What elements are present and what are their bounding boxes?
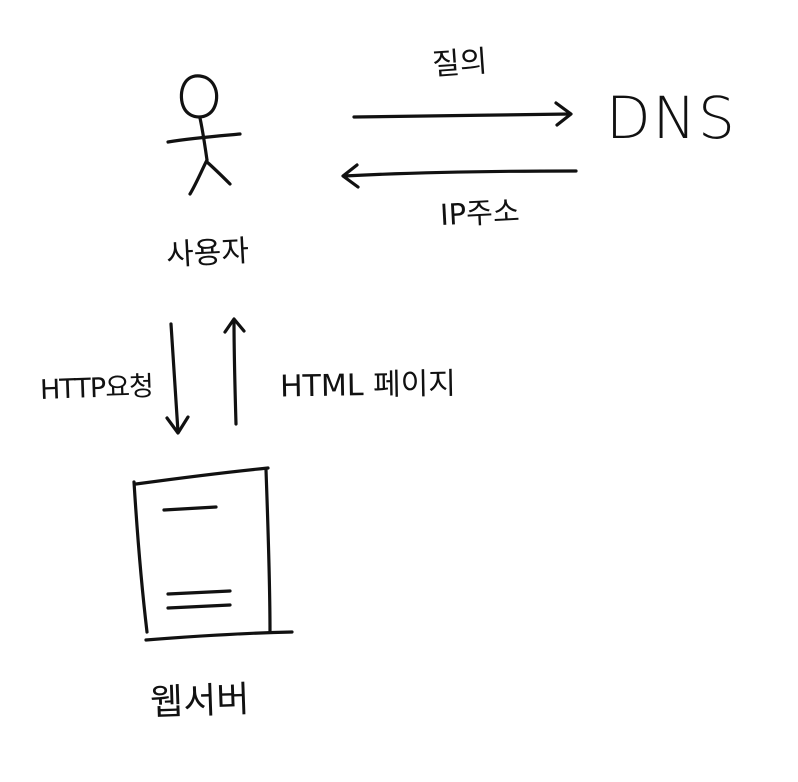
http-request-label: HTTP요청 [39, 371, 154, 406]
html-page-arrow [223, 317, 246, 426]
query-arrow [352, 101, 573, 127]
ip-address-label: IP주소 [439, 193, 521, 233]
dns-label: DNS [606, 84, 737, 152]
query-label: 질의 [431, 44, 489, 83]
web-server-document-icon [132, 466, 294, 642]
user-stick-figure-icon [166, 74, 242, 196]
http-request-arrow [165, 322, 190, 435]
ip-address-arrow [341, 163, 578, 189]
web-server-label: 웹서버 [149, 679, 251, 724]
user-label: 사용자 [165, 233, 250, 274]
html-page-label: HTML 페이지 [279, 366, 457, 405]
